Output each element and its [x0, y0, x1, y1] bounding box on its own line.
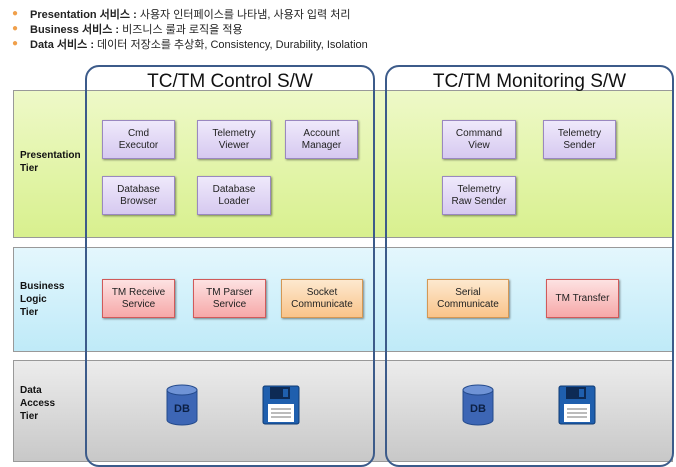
- box-line: TM Receive: [111, 286, 166, 298]
- data-tier-label: Data Access Tier: [20, 384, 55, 423]
- box-line: Sender: [563, 139, 596, 151]
- control-sw-container: TC/TM Control S/W: [85, 65, 375, 467]
- tier-label-line: Logic: [20, 294, 47, 305]
- tier-label-line: Data: [20, 385, 42, 396]
- bullet-presentation-service: ● Presentation 서비스 : 사용자 인터페이스를 나타냄, 사용자 …: [10, 6, 368, 21]
- box-line: Database: [212, 183, 256, 195]
- bullet-dot-icon: ●: [12, 8, 19, 19]
- box-line: Communicate: [437, 298, 499, 310]
- box-line: Database: [117, 183, 160, 195]
- service-description-list: ● Presentation 서비스 : 사용자 인터페이스를 나타냄, 사용자 …: [10, 6, 368, 51]
- tier-label-line: Business: [20, 281, 65, 292]
- box-line: Command: [455, 127, 503, 139]
- floppy-disk-icon: [262, 385, 300, 430]
- box-line: Raw Sender: [451, 195, 507, 207]
- floppy-disk-icon: [558, 385, 596, 430]
- bullet-business-service: ● Business 서비스 : 비즈니스 룰과 로직을 적용: [10, 21, 368, 36]
- bullet-desc: 비즈니스 룰과 로직을 적용: [119, 24, 243, 36]
- control-sw-title: TC/TM Control S/W: [147, 71, 313, 92]
- monitoring-sw-container: TC/TM Monitoring S/W: [385, 65, 674, 467]
- bullet-term: Presentation 서비스 :: [30, 9, 137, 21]
- tier-label-line: Tier: [20, 411, 39, 422]
- box-line: Service: [121, 298, 156, 310]
- business-tier-label: Business Logic Tier: [20, 280, 64, 319]
- database-icon: DB: [165, 384, 199, 431]
- bullet-dot-icon: ●: [12, 38, 19, 49]
- box-line: Serial: [455, 286, 481, 298]
- box-line: Service: [212, 298, 247, 310]
- box-line: Telemetry: [457, 183, 501, 195]
- box-line: Telemetry: [557, 127, 602, 139]
- box-line: Manager: [301, 139, 342, 151]
- tier-label-line: Presentation: [20, 150, 81, 161]
- box-line: Cmd: [127, 127, 150, 139]
- box-line: Viewer: [218, 139, 250, 151]
- bullet-desc: 사용자 인터페이스를 나타냄, 사용자 입력 처리: [136, 9, 351, 21]
- box-line: Account: [303, 127, 340, 139]
- box-line: Browser: [120, 195, 157, 207]
- box-line: Telemetry: [212, 127, 256, 139]
- box-line: Socket: [306, 286, 338, 298]
- box-line: TM Parser: [206, 286, 253, 298]
- tier-label-line: Access: [20, 398, 56, 409]
- tier-label-line: Tier: [20, 307, 39, 318]
- box-line: Executor: [118, 139, 159, 151]
- monitoring-sw-title: TC/TM Monitoring S/W: [432, 71, 627, 92]
- database-icon: DB: [461, 384, 495, 431]
- bullet-desc: 데이터 저장소를 추상화, Consistency, Durability, I…: [93, 39, 368, 51]
- presentation-tier-label: Presentation Tier: [20, 149, 81, 175]
- tm-transfer-box: TM Transfer: [546, 279, 619, 318]
- bullet-dot-icon: ●: [12, 23, 19, 34]
- box-line: Loader: [218, 195, 250, 207]
- db-label: DB: [174, 403, 190, 415]
- box-line: View: [468, 139, 490, 151]
- bullet-term: Data 서비스 :: [30, 39, 94, 51]
- box-line: Communicate: [291, 298, 353, 310]
- db-label: DB: [470, 403, 486, 415]
- tier-label-line: Tier: [20, 163, 39, 174]
- box-line: TM Transfer: [555, 292, 610, 304]
- bullet-term: Business 서비스 :: [30, 24, 120, 36]
- bullet-data-service: ● Data 서비스 : 데이터 저장소를 추상화, Consistency, D…: [10, 36, 368, 51]
